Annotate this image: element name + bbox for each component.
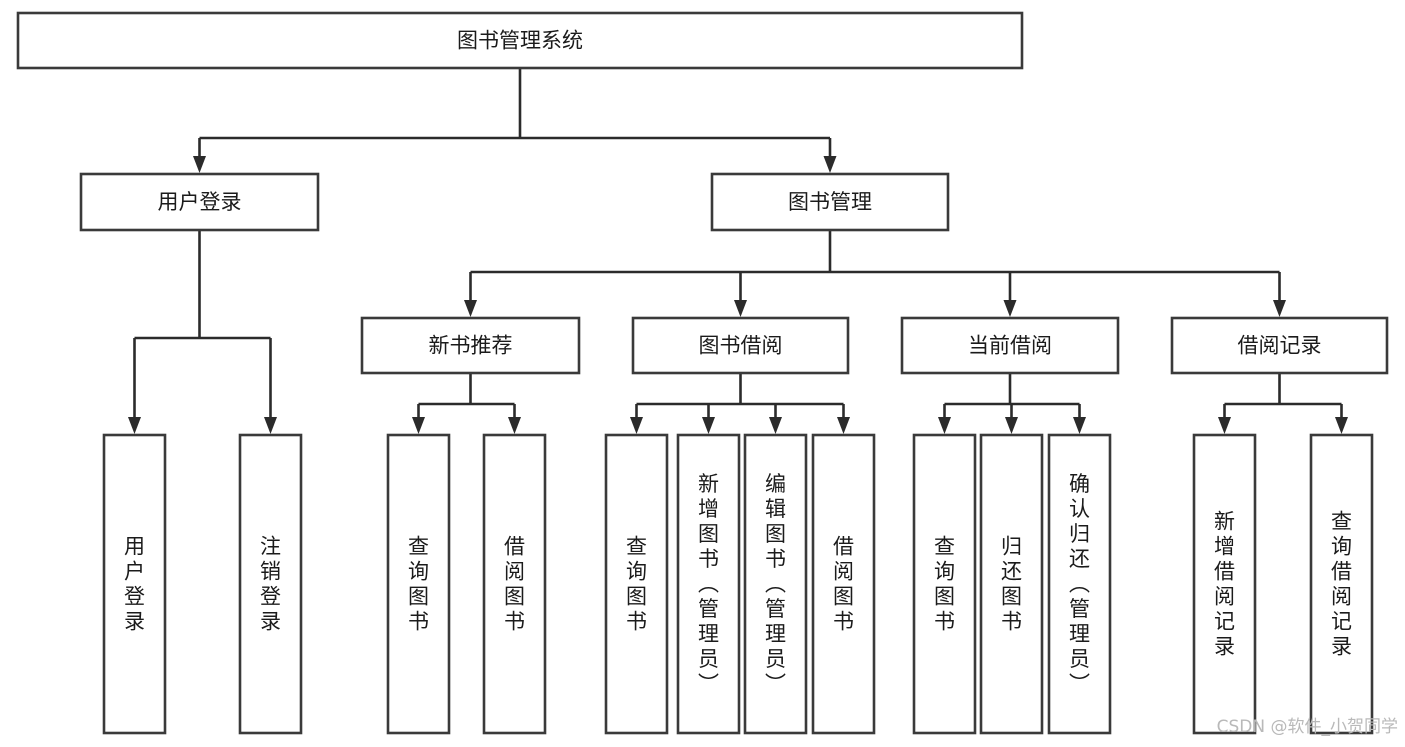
leaf-leaf-logout[interactable]: 注销登录 (238, 433, 303, 735)
node-label: 用户登录 (158, 190, 242, 214)
node-layer: 图书管理系统用户登录图书管理新书推荐图书借阅当前借阅借阅记录用户登录注销登录查询… (16, 11, 1389, 735)
node-label: 查询图书 (934, 535, 955, 634)
node-box (360, 316, 581, 375)
csdn-watermark: CSDN @软件_小贺同学 (1217, 717, 1398, 737)
node-box (631, 316, 850, 375)
node-box (79, 172, 320, 232)
node-current-borrow[interactable]: 当前借阅 (900, 316, 1120, 375)
leaf-leaf-add-book-admin[interactable]: 新增图书︵管理员︶ (676, 433, 741, 735)
node-user-login[interactable]: 用户登录 (79, 172, 320, 232)
node-label: 编辑图书︵管理员︶ (765, 472, 786, 696)
node-label: 图书管理系统 (457, 29, 583, 53)
node-label: 借阅记录 (1238, 334, 1322, 358)
node-box (979, 433, 1044, 735)
leaf-leaf-add-borrow-record[interactable]: 新增借阅记录 (1192, 433, 1257, 735)
node-box (1309, 433, 1374, 735)
leaf-leaf-query-book-current[interactable]: 查询图书 (912, 433, 977, 735)
node-label: 借阅图书 (504, 535, 525, 634)
node-box (238, 433, 303, 735)
node-box (811, 433, 876, 735)
node-label: 新增图书︵管理员︶ (698, 472, 719, 696)
node-box (16, 11, 1024, 70)
node-box (604, 433, 669, 735)
node-box (1192, 433, 1257, 735)
node-book-borrow[interactable]: 图书借阅 (631, 316, 850, 375)
leaf-leaf-user-login[interactable]: 用户登录 (102, 433, 167, 735)
node-box (1170, 316, 1389, 375)
node-box (710, 172, 950, 232)
node-label: 查询借阅记录 (1331, 510, 1352, 659)
node-borrow-record[interactable]: 借阅记录 (1170, 316, 1389, 375)
node-label: 注销登录 (260, 535, 281, 634)
connector-layer (128, 68, 1348, 434)
leaf-leaf-return-book[interactable]: 归还图书 (979, 433, 1044, 735)
leaf-leaf-confirm-return-admin[interactable]: 确认归还︵管理员︶ (1047, 433, 1112, 735)
node-box (912, 433, 977, 735)
node-label: 确认归还︵管理员︶ (1069, 472, 1090, 696)
node-box (482, 433, 547, 735)
node-box (900, 316, 1120, 375)
node-new-book-recommend[interactable]: 新书推荐 (360, 316, 581, 375)
node-label: 查询图书 (408, 535, 429, 634)
node-label: 借阅图书 (833, 535, 854, 634)
leaf-leaf-query-book-recommend[interactable]: 查询图书 (386, 433, 451, 735)
leaf-leaf-query-book-borrow[interactable]: 查询图书 (604, 433, 669, 735)
leaf-leaf-borrow-book[interactable]: 借阅图书 (811, 433, 876, 735)
node-label: 用户登录 (124, 535, 145, 634)
node-book-management[interactable]: 图书管理 (710, 172, 950, 232)
node-label: 图书借阅 (699, 334, 783, 358)
leaf-leaf-borrow-book-recommend[interactable]: 借阅图书 (482, 433, 547, 735)
leaf-leaf-edit-book-admin[interactable]: 编辑图书︵管理员︶ (743, 433, 808, 735)
node-label: 归还图书 (1001, 535, 1022, 634)
leaf-leaf-query-borrow-record[interactable]: 查询借阅记录 (1309, 433, 1374, 735)
node-root[interactable]: 图书管理系统 (16, 11, 1024, 70)
node-box (386, 433, 451, 735)
node-label: 查询图书 (626, 535, 647, 634)
node-box (102, 433, 167, 735)
node-box (676, 433, 741, 735)
node-box (1047, 433, 1112, 735)
node-label: 图书管理 (788, 190, 872, 214)
node-label: 新书推荐 (429, 334, 513, 358)
node-label: 新增借阅记录 (1214, 510, 1235, 659)
node-label: 当前借阅 (968, 334, 1052, 358)
node-box (743, 433, 808, 735)
